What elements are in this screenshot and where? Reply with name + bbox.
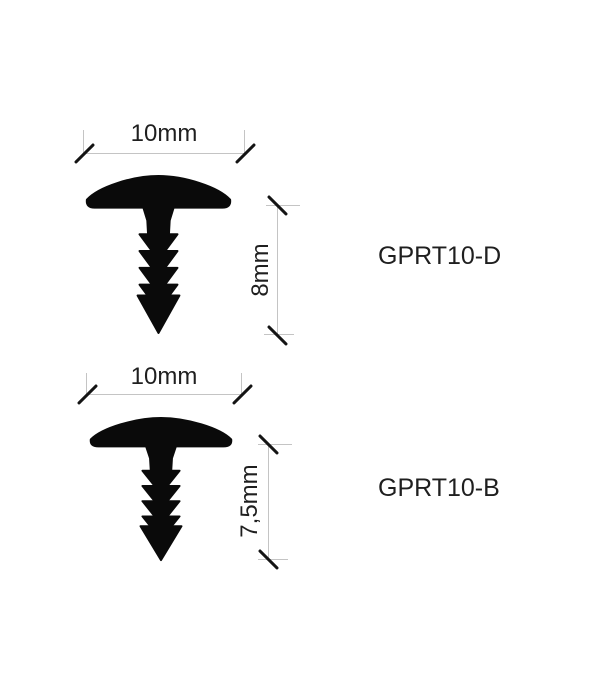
t-profile-shape (85, 175, 232, 335)
width-dimension-line (84, 153, 245, 154)
extension-line (258, 444, 292, 445)
extension-line (258, 559, 288, 560)
profile-barb (138, 266, 179, 295)
extension-line (86, 373, 87, 395)
profile-tip (136, 294, 181, 335)
profile-barb (138, 233, 179, 261)
width-dimension-label: 10mm (130, 120, 198, 147)
profile-tip (139, 525, 183, 562)
height-dimension-label: 8mm (247, 243, 274, 297)
profile-stem (144, 442, 178, 476)
extension-line (83, 130, 84, 154)
t-profile-shape (89, 417, 233, 562)
width-dimension-label: 10mm (130, 363, 198, 390)
profile-barb (141, 469, 181, 495)
profile-barb (141, 500, 181, 526)
part-number-label: GPRT10-D (378, 242, 502, 270)
profile-cap (85, 175, 232, 209)
extension-line (266, 205, 300, 206)
height-dimension-line (277, 204, 278, 337)
extension-line (244, 130, 245, 154)
profile-barb (138, 250, 179, 278)
width-dimension-line (87, 394, 242, 395)
profile-cap (89, 417, 233, 448)
extension-line (241, 373, 242, 395)
height-dimension-line (268, 443, 269, 561)
profile-stem (141, 203, 176, 240)
height-dimension-label: 7,5mm (236, 464, 263, 538)
part-number-label: GPRT10-B (378, 474, 500, 502)
profile-barb (141, 485, 181, 511)
